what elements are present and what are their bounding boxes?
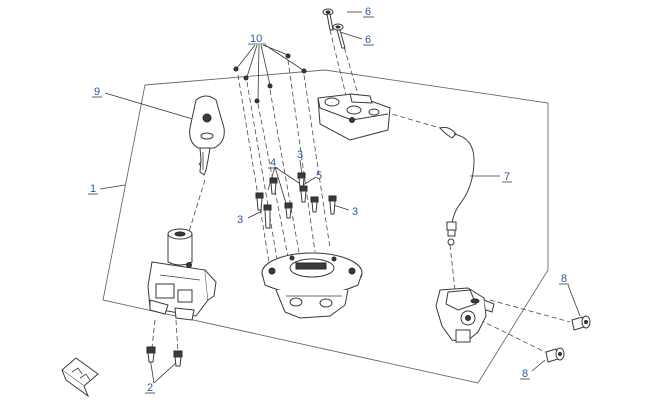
callout-6: 6: [365, 34, 371, 46]
callout-3: 3: [352, 206, 358, 218]
callout-2: 2: [147, 382, 153, 394]
callout-7: 7: [504, 171, 510, 183]
callout-labels: 6 6 10 9 1 4 3 5 3 3 7 8 8 2: [90, 6, 567, 394]
long-bolts: [322, 8, 346, 49]
leader-lines: [99, 11, 581, 384]
callout-10: 10: [250, 33, 262, 45]
callout-3: 3: [297, 149, 303, 161]
assembly-frame: [102, 69, 549, 384]
cap-bolts: [255, 172, 337, 229]
callout-5: 5: [316, 170, 322, 182]
cap-lock-latch: [435, 287, 495, 343]
cap-small-screws: [233, 53, 307, 104]
callout-9: 9: [94, 86, 100, 98]
callout-underlines: [88, 16, 569, 394]
assembly-lines: [151, 29, 571, 353]
lock-mounting-screws: [146, 346, 183, 367]
callout-4: 4: [270, 157, 276, 169]
ignition-key: [189, 95, 225, 176]
cover-plate: [317, 93, 391, 141]
callout-1: 1: [90, 183, 96, 195]
callout-8: 8: [522, 368, 528, 380]
front-direction-icon: [61, 357, 99, 398]
latch-screws: [545, 315, 591, 363]
ignition-lock-cylinder: [147, 228, 217, 321]
callout-3: 3: [237, 214, 243, 226]
fuel-cap-assembly: [261, 252, 363, 319]
callout-8: 8: [561, 273, 567, 285]
callout-6: 6: [365, 6, 371, 18]
release-cable: [439, 126, 475, 246]
